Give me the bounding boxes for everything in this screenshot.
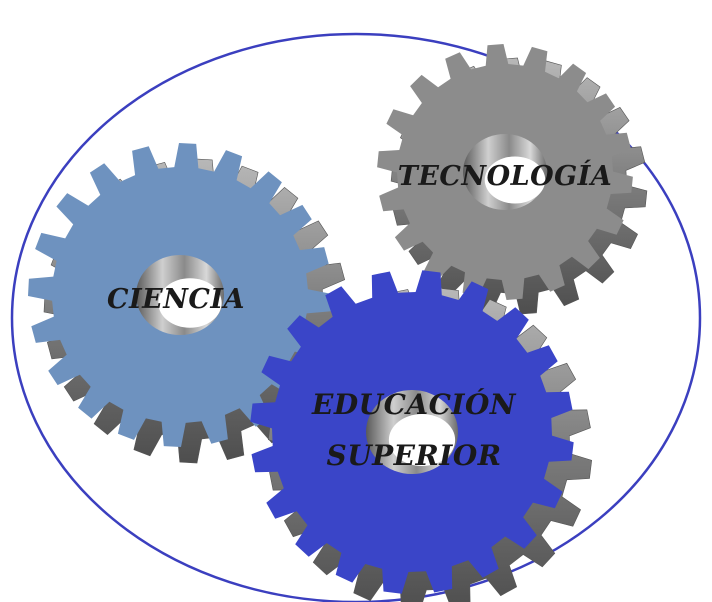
enclosing-ellipse xyxy=(10,32,702,602)
label-ciencia: CIENCIA xyxy=(107,284,245,315)
gear-educacion-hole xyxy=(388,413,456,467)
gear-ciencia xyxy=(28,143,349,464)
gear-tecnologia xyxy=(377,44,648,315)
gear-tecnologia-hole xyxy=(484,156,546,204)
gear-educacion xyxy=(250,270,593,602)
label-educacion-line1: EDUCACIÓN xyxy=(311,387,517,421)
label-tecnologia: TECNOLOGÍA xyxy=(398,159,613,192)
label-educacion-line2: SUPERIOR xyxy=(326,439,501,472)
gear-ciencia-hole xyxy=(158,278,222,328)
